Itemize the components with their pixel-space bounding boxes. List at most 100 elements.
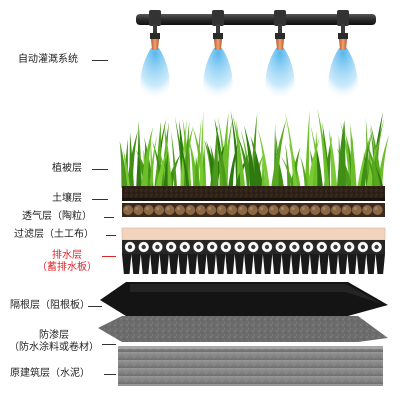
grass-blade-icon: [280, 155, 295, 188]
grass-blade-icon: [336, 120, 345, 188]
leader-irrigation: [92, 60, 108, 61]
grass-blade-icon: [194, 155, 201, 188]
grass-blade-icon: [217, 148, 224, 188]
ceramsite-pellet-icon: [374, 206, 378, 211]
ceramsite-pellet-icon: [154, 205, 165, 215]
grass-blade-icon: [284, 111, 298, 188]
label-filter: 过滤层（土工布）: [14, 229, 94, 240]
root-barrier-highlight: [130, 284, 382, 304]
label-soil: 土壤层: [52, 193, 82, 204]
drain-cup-icon: [360, 244, 366, 250]
leader-filter: [106, 235, 116, 236]
grass-blade-icon: [363, 151, 369, 188]
sprinkler-nozzle-icon: [214, 39, 222, 50]
sprinkler-stem-icon: [278, 24, 282, 34]
ceramsite-pellet-icon: [268, 205, 279, 215]
ceramsite-pellet-icon: [353, 206, 357, 211]
ceramsite-pellet-icon: [332, 206, 337, 211]
drain-cup-icon: [292, 244, 297, 250]
grass-blade-icon: [366, 143, 381, 188]
ceramsite-pellet-icon: [145, 206, 149, 211]
ceramsite-pellet-icon: [362, 205, 373, 215]
sprinkler-stem-icon: [341, 24, 345, 34]
ceramsite-pellet-icon: [166, 206, 170, 211]
leader-soil: [92, 199, 108, 200]
label-drainage-line1: 排水层: [52, 250, 82, 261]
drain-cup-icon: [210, 244, 215, 250]
grass-blade-icon: [357, 129, 373, 188]
drain-cup-icon: [251, 244, 256, 250]
grass-blade-icon: [149, 134, 158, 188]
label-waterproof: 防渗层 （防水涂料或卷材）: [4, 330, 104, 354]
drain-cup-icon: [333, 244, 338, 250]
label-vegetation: 植被层: [52, 163, 82, 174]
grass-blade-icon: [316, 145, 323, 188]
label-drainage: 排水层 （蓄排水板）: [32, 250, 102, 274]
label-root-barrier: 隔根层（阻根板）: [10, 300, 90, 311]
ceramsite-pellet-icon: [322, 206, 326, 211]
filter-layer: [121, 227, 386, 241]
drain-cup-icon: [305, 244, 311, 250]
grass-blade-icon: [180, 118, 188, 188]
ceramsite-pellet-icon: [176, 206, 181, 211]
ceramsite-pellet-icon: [227, 205, 237, 215]
vegetation-layer: [119, 108, 390, 188]
grass-blade-icon: [155, 150, 168, 188]
ceramsite-pellet-icon: [135, 206, 139, 211]
ceramsite-pellet-icon: [258, 205, 269, 215]
grass-blade-icon: [299, 155, 309, 188]
grass-blade-icon: [192, 126, 207, 188]
ceramsite-pellet-icon: [289, 205, 300, 215]
drain-cup-icon: [196, 244, 201, 250]
sprinkler-nozzle-icon: [339, 39, 347, 50]
ceramsite-pellet-icon: [372, 205, 383, 215]
ceramsite-pellet-icon: [320, 205, 331, 215]
label-drainage-line2: （蓄排水板）: [37, 262, 97, 273]
drain-cups: [124, 241, 382, 253]
grass-blade-icon: [360, 134, 372, 188]
ceramsite-pellet-icon: [228, 206, 233, 211]
ceramsite-pellet-icon: [143, 205, 154, 215]
drain-cup-icon: [127, 244, 133, 250]
sprinkler-collar-icon: [150, 33, 160, 39]
grass-blade-icon: [257, 128, 270, 188]
leader-structure: [104, 374, 116, 375]
sprinkler-head-icon: [337, 10, 349, 26]
drain-cup-icon: [374, 244, 379, 250]
ceramsite-pellet-icon: [237, 205, 248, 215]
ceramsite-pellet-icon: [312, 206, 316, 211]
water-spray-icon: [328, 48, 358, 100]
ceramsite-pellet-icon: [185, 205, 196, 215]
soil-layer: [122, 186, 385, 200]
label-structure: 原建筑层（水泥）: [10, 368, 90, 379]
ceramsite-pellet-icon: [156, 206, 160, 211]
ceramsite-pellet-icon: [164, 205, 175, 215]
ceramsite-pellet-icon: [249, 206, 253, 211]
ceramsite-pellet-icon: [299, 205, 310, 215]
water-spray-icon: [140, 48, 170, 100]
concrete-structure-top: [118, 346, 383, 349]
grass-blade-icon: [163, 123, 173, 188]
grass-blade-icon: [228, 141, 239, 188]
grass-blade-icon: [176, 132, 190, 188]
water-spray-icon: [203, 48, 233, 100]
leader-breathable: [104, 217, 114, 218]
sprinkler-head-icon: [212, 10, 224, 26]
waterproof-layer: [98, 316, 388, 342]
ceramsite-pellet-icon: [133, 205, 144, 215]
sprinkler-nozzle-icon: [276, 39, 284, 50]
ceramsite-pellet-icon: [195, 205, 206, 215]
grass-blade-icon: [123, 149, 131, 188]
ceramsite-pellet-icon: [123, 205, 133, 215]
drain-cup-icon: [347, 244, 352, 250]
drain-cup-icon: [278, 244, 283, 250]
sprinkler-collar-icon: [275, 33, 285, 39]
grass-blade-icon: [290, 146, 301, 188]
grass-blade-icon: [317, 108, 330, 188]
drain-cup-icon: [155, 244, 160, 250]
ceramsite-pellet-icon: [351, 205, 362, 215]
concrete-structure-layer: [118, 346, 383, 386]
irrigation-system: [136, 10, 376, 100]
ceramsite-pellet-icon: [364, 206, 368, 211]
